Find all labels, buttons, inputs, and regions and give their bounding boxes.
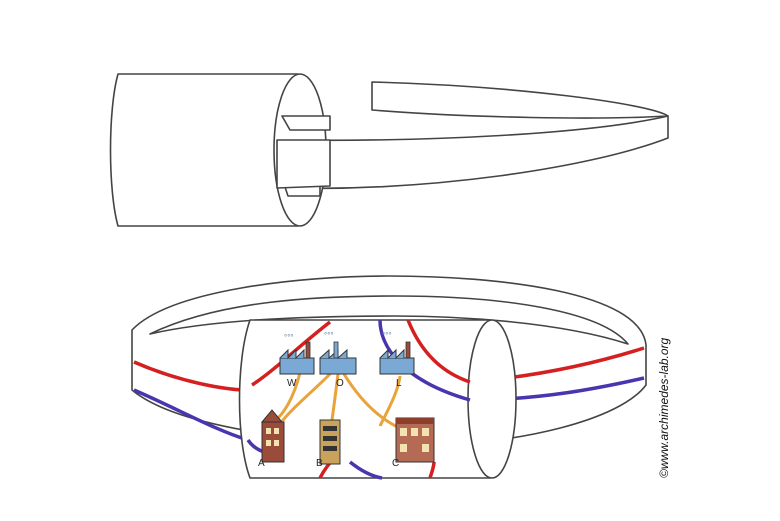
credit-text: ©www.archimedes-lab.org: [657, 337, 671, 478]
cyl-orange-line-4: [278, 372, 332, 425]
label-factory-o: O: [336, 378, 344, 389]
cyl-red-line-2: [406, 319, 471, 384]
cylinder-body: [109, 73, 299, 227]
house-icon: [319, 419, 341, 465]
svg-text:°°°: °°°: [324, 331, 334, 340]
svg-text:°°°: °°°: [284, 333, 294, 342]
svg-text:°°°: °°°: [382, 331, 392, 340]
strip-front-part: [276, 115, 669, 190]
cyl-orange-line-5: [378, 375, 402, 427]
cyl-red-line-4: [428, 461, 436, 479]
factory-icon: °°°: [319, 331, 357, 375]
band-blue-line-left: [133, 388, 249, 442]
label-factory-w: W: [287, 378, 297, 389]
house-icon: [260, 409, 285, 463]
label-factory-l: L: [396, 378, 402, 389]
strip-back-part: [371, 81, 669, 119]
label-house-c: C: [392, 458, 399, 469]
bottom-assembly-illustration: [131, 275, 647, 480]
label-house-a: A: [258, 458, 265, 469]
label-house-b: B: [316, 458, 323, 469]
strip-inserted: [276, 139, 331, 189]
cyl-orange-line-1: [276, 371, 302, 420]
top-assembly-illustration: [109, 73, 669, 227]
factory-icon: °°°: [379, 331, 415, 375]
cyl-blue-line-3: [348, 460, 383, 480]
factory-icon: °°°: [279, 333, 315, 375]
house-icon: [395, 417, 435, 463]
cyl-orange-line-2: [330, 373, 340, 421]
center-cylinder-right-end: [467, 319, 517, 479]
ring-inner-opening: [149, 295, 629, 345]
